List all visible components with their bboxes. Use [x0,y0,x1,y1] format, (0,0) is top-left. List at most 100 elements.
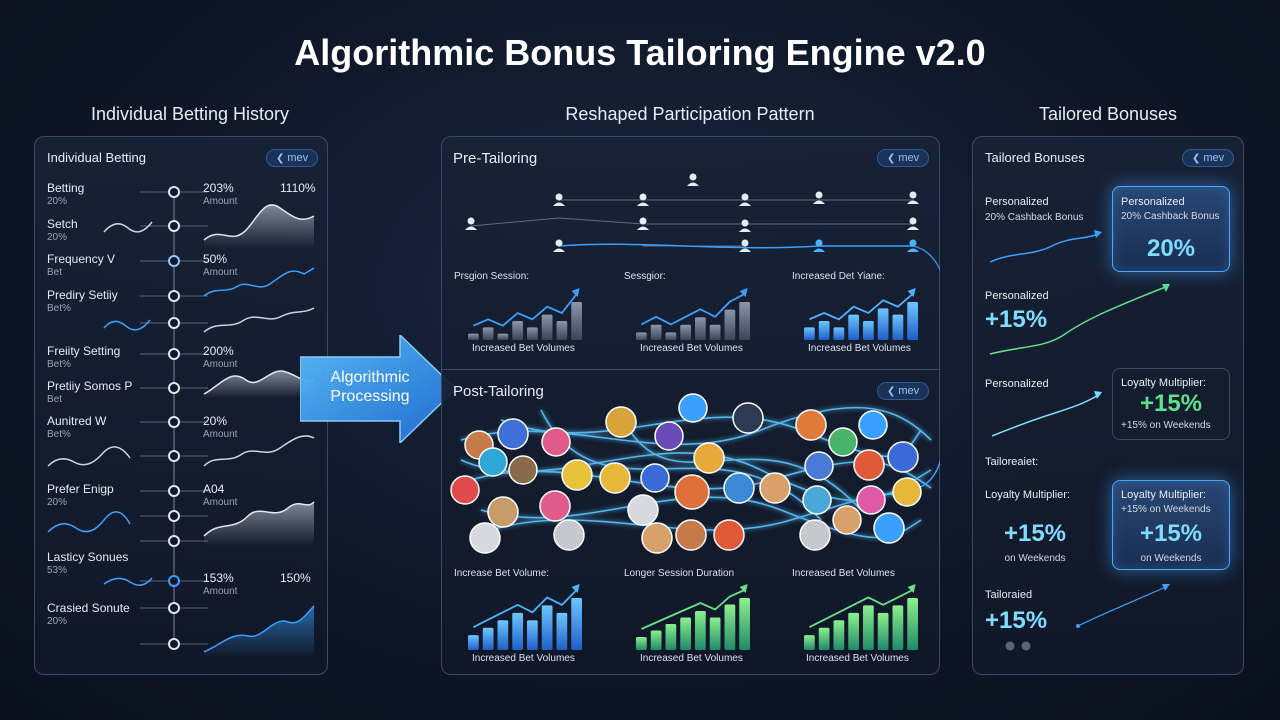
pre-tailoring-network [465,173,940,272]
bonus-value: +15% [1003,520,1067,547]
timeline-node [168,317,180,329]
user-icon [465,217,477,230]
avatar [478,447,508,477]
history-row-sub: Bet [47,267,63,278]
history-row-sub: Bet% [47,359,71,370]
bonus-trend-lines [989,230,1170,651]
chart-bar [512,612,523,650]
bonus-trend-line [991,393,1101,437]
chart-bar [848,314,859,340]
history-row-label: Lasticy Sonues [47,550,129,564]
history-area-chart [204,606,314,658]
tailored-bonuses-title: Tailored Bonuses [985,150,1085,165]
card-sub: 20% Cashback Bonus [1121,211,1220,222]
bonus-label: Personalized [985,196,1049,208]
chart-bar [636,332,647,340]
avatar [487,496,519,528]
post-chart-caption: Increased Bet Volumes [806,653,909,664]
chart-trend-line [473,293,578,327]
chart-bar [482,627,494,650]
timeline-node [168,348,180,360]
chevron-left-icon: ❮ [887,153,896,164]
chart-bar [482,327,494,340]
bonus-label: Tailoraied [985,589,1033,601]
post-bar-chart-1 [468,584,582,650]
chart-bar [680,324,691,340]
timeline-node [168,450,180,462]
bonus-value: +15% [985,607,1048,634]
avatar [853,449,885,481]
history-row-label: Frequency V [47,252,116,266]
timeline-node [168,416,180,428]
history-row-sub: Bet% [47,429,71,440]
history-row-label: Pretiiy Somos P [47,379,133,393]
betting-history-graphics [47,186,315,658]
card-title: Loyalty Multiplier: [1121,489,1206,501]
chart-arrowhead [571,584,580,593]
history-row-amount: Amount [203,267,238,278]
card-sub: +15% on Weekends [1121,420,1211,431]
timeline-node [168,220,180,232]
post-tailoring-filter-pill[interactable]: ❮mev [877,382,930,400]
weekend-value: +15% [1139,520,1203,547]
user-icon [907,191,919,204]
avatar [541,427,571,457]
loyalty-multiplier-card[interactable] [1112,368,1230,440]
pre-chart-caption: Increased Bet Volumes [808,343,911,354]
user-icon [907,239,919,252]
chart-bar [877,612,889,650]
user-icon [739,193,751,206]
chart-bar [680,617,691,650]
chart-arrowhead [907,584,916,593]
history-row-sub: 20% [47,196,68,207]
avatar [713,519,745,551]
chart-bar [863,605,874,650]
betting-history-filter-pill[interactable]: ❮mev [266,149,319,167]
chart-bar [468,333,479,340]
timeline-node [168,638,180,650]
chart-bar [541,314,553,340]
chart-bar [541,605,553,650]
bonus-sub: on Weekends [1004,553,1066,564]
history-row-label: Crasied Sonute [47,601,130,615]
history-row-sub: 53% [47,565,68,576]
user-icon [739,239,751,252]
cashback-bonus-card[interactable] [1112,186,1230,272]
timeline-node [168,382,180,394]
post-chart-title: Longer Session Duration [624,568,735,579]
bonus-sub: 20% Cashback Bonus [985,212,1084,223]
avatar [599,462,631,494]
history-row-pct: 203% [203,181,234,195]
timeline-node [168,186,180,198]
weekend-loyalty-card[interactable] [1112,480,1230,570]
avatar [539,490,571,522]
history-row-sub: Bet% [47,303,71,314]
history-row-pct: A04 [203,482,225,496]
card-sub: on Weekends [1140,553,1202,564]
tailored-bonuses-filter-pill[interactable]: ❮mev [1182,149,1235,167]
column-header-bonuses: Tailored Bonuses [1038,104,1178,124]
pre-tailoring-filter-pill[interactable]: ❮mev [877,149,930,167]
chart-bar [709,324,721,340]
chart-bar [512,321,523,340]
chart-bar [818,321,830,340]
timeline-node [168,290,180,302]
chart-bar [695,317,706,340]
user-icon [813,191,825,204]
betting-history-title: Individual Betting [47,150,147,165]
pre-bar-chart-1 [468,288,582,340]
bonus-trend-line [1077,585,1169,627]
avatar [654,421,684,451]
mini-sparkline [103,221,153,233]
avatar [508,455,538,485]
bonus-label: Personalized [985,378,1049,390]
history-line-chart [203,605,315,653]
avatar [732,402,764,434]
pre-bar-chart-2 [636,288,750,340]
chart-trend-line [472,589,578,628]
bonus-label: Loyalty Multiplier: [985,489,1070,501]
history-row-sub: 20% [47,497,68,508]
chart-bar [650,324,662,340]
history-line-chart [203,204,315,241]
chart-bar [818,627,830,650]
